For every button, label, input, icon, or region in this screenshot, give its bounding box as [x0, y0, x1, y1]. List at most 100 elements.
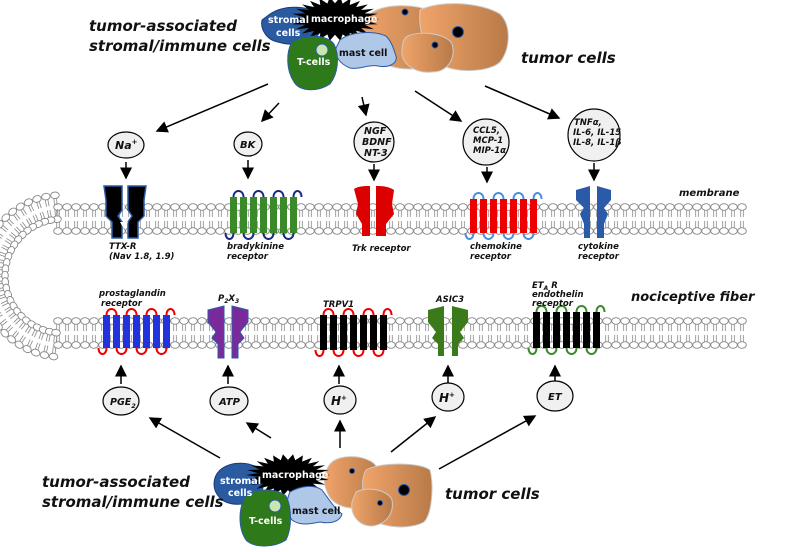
endothelin-label: endothelin — [532, 290, 584, 300]
helix — [230, 197, 237, 233]
loop — [145, 308, 158, 316]
helix — [520, 199, 527, 233]
loop — [472, 192, 485, 200]
svg-text:H+: H+ — [439, 391, 455, 405]
ttx-r-label: TTX-R — [109, 242, 136, 252]
trpv1-label: TRPV1 — [323, 300, 354, 310]
stromal-immune-label-top-line1: tumor-associated — [89, 17, 237, 35]
mast-cell-top — [335, 32, 397, 69]
helix — [510, 199, 517, 233]
loop — [492, 192, 505, 200]
loop — [575, 305, 588, 313]
mediator-pge2: PGE2 — [102, 364, 140, 416]
macrophage-bottom — [246, 454, 330, 496]
loop — [115, 347, 128, 355]
helix — [163, 315, 170, 348]
loop — [585, 347, 598, 355]
ttx-r-channel — [103, 185, 147, 239]
helix — [543, 312, 550, 348]
cytokine-receptor-label: receptor — [578, 252, 620, 262]
helix — [270, 197, 277, 233]
mediator-h-plus-2: H+ — [431, 364, 465, 412]
chemokine-receptor-label: receptor — [470, 252, 512, 262]
stromal-label-top: stromal — [268, 15, 309, 26]
macrophage-label-top: macrophage — [311, 14, 377, 25]
tnfa-label: TNFα, — [574, 118, 602, 128]
tcells-label-bottom: T-cells — [249, 516, 283, 527]
bradykinin-receptor — [224, 190, 303, 240]
helix — [470, 199, 477, 233]
p2x3-channel — [207, 305, 249, 359]
helix — [573, 312, 580, 348]
nav-label: (Nav 1.8, 1.9) — [109, 252, 175, 262]
arrow-to-bk — [260, 102, 280, 123]
chemokine-label: chemokine — [470, 242, 522, 252]
tumor-cells-bottom — [323, 456, 433, 528]
etar-label: ETA R — [532, 281, 558, 292]
loop — [522, 232, 535, 240]
loop — [565, 347, 578, 355]
helix — [240, 197, 247, 233]
bradykinin-label: bradykinine — [227, 242, 284, 252]
helix — [563, 312, 570, 348]
loop — [242, 232, 255, 240]
macrophage-label-bottom: macrophage — [262, 470, 328, 481]
ccl5-label: CCL5, — [473, 126, 500, 136]
helix — [533, 312, 540, 348]
top-arrows — [155, 83, 561, 133]
helix — [480, 199, 487, 233]
svg-text:ATP: ATP — [218, 397, 241, 408]
mast-cell-label-bottom: mast cell — [292, 506, 340, 517]
helix — [103, 315, 110, 348]
helix — [290, 197, 297, 233]
asic3-label: ASIC3 — [435, 295, 464, 305]
cytokine-receptor — [576, 186, 611, 238]
bottom-arrows — [148, 415, 537, 470]
helix — [330, 315, 337, 350]
helix — [500, 199, 507, 233]
loop — [105, 308, 118, 316]
na-label: Na+ — [115, 138, 138, 152]
prostaglandin-receptor-label: receptor — [101, 299, 143, 309]
helix — [153, 315, 160, 348]
loop — [362, 308, 375, 316]
membrane-curve — [0, 191, 63, 361]
mediator-bk: BK — [233, 131, 263, 180]
arrow-to-ngf — [357, 96, 370, 117]
mediator-ngf: NGF BDNF NT-3 — [353, 121, 395, 182]
trpv1-channel — [314, 308, 393, 357]
asic3-channel — [428, 306, 468, 356]
il6-il15-label: IL-6, IL-15 — [573, 128, 621, 138]
stromal-immune-label-bottom-line1: tumor-associated — [42, 473, 190, 491]
membrane-label: membrane — [679, 188, 740, 199]
helix — [280, 197, 287, 233]
tumor-cells-label-bottom: tumor cells — [445, 485, 540, 503]
loop — [512, 192, 525, 200]
helix — [553, 312, 560, 348]
mip1a-label: MIP-1α — [473, 146, 506, 156]
t-cell-nucleus-top — [315, 43, 329, 57]
loop — [322, 308, 335, 316]
svg-text:ET: ET — [548, 392, 563, 403]
t-cell-nucleus-bottom — [268, 499, 282, 513]
loop — [125, 308, 138, 316]
mediator-et: ET — [536, 364, 574, 412]
loop — [352, 349, 365, 357]
tumor-cells-label-top: tumor cells — [521, 49, 616, 67]
loop — [555, 305, 568, 313]
ngf-label: NGF — [364, 126, 387, 137]
mast-cell-label-top: mast cell — [339, 48, 387, 59]
nociceptive-fiber-label: nociceptive fiber — [631, 290, 756, 305]
mediator-cytokines: TNFα, IL-6, IL-15 IL-8, IL-1β — [567, 108, 621, 182]
loop — [535, 305, 548, 313]
helix — [593, 312, 600, 348]
chemokine-receptor — [464, 192, 543, 240]
loop — [545, 347, 558, 355]
macrophage-top — [291, 0, 379, 41]
cytokine-label: cytokine — [578, 242, 619, 252]
mediator-chemokines: CCL5, MCP-1 MIP-1α — [462, 118, 510, 184]
loop — [282, 232, 295, 240]
prostaglandin-receptor — [97, 308, 176, 355]
helix — [530, 199, 537, 233]
arrow-to-na — [155, 83, 269, 133]
